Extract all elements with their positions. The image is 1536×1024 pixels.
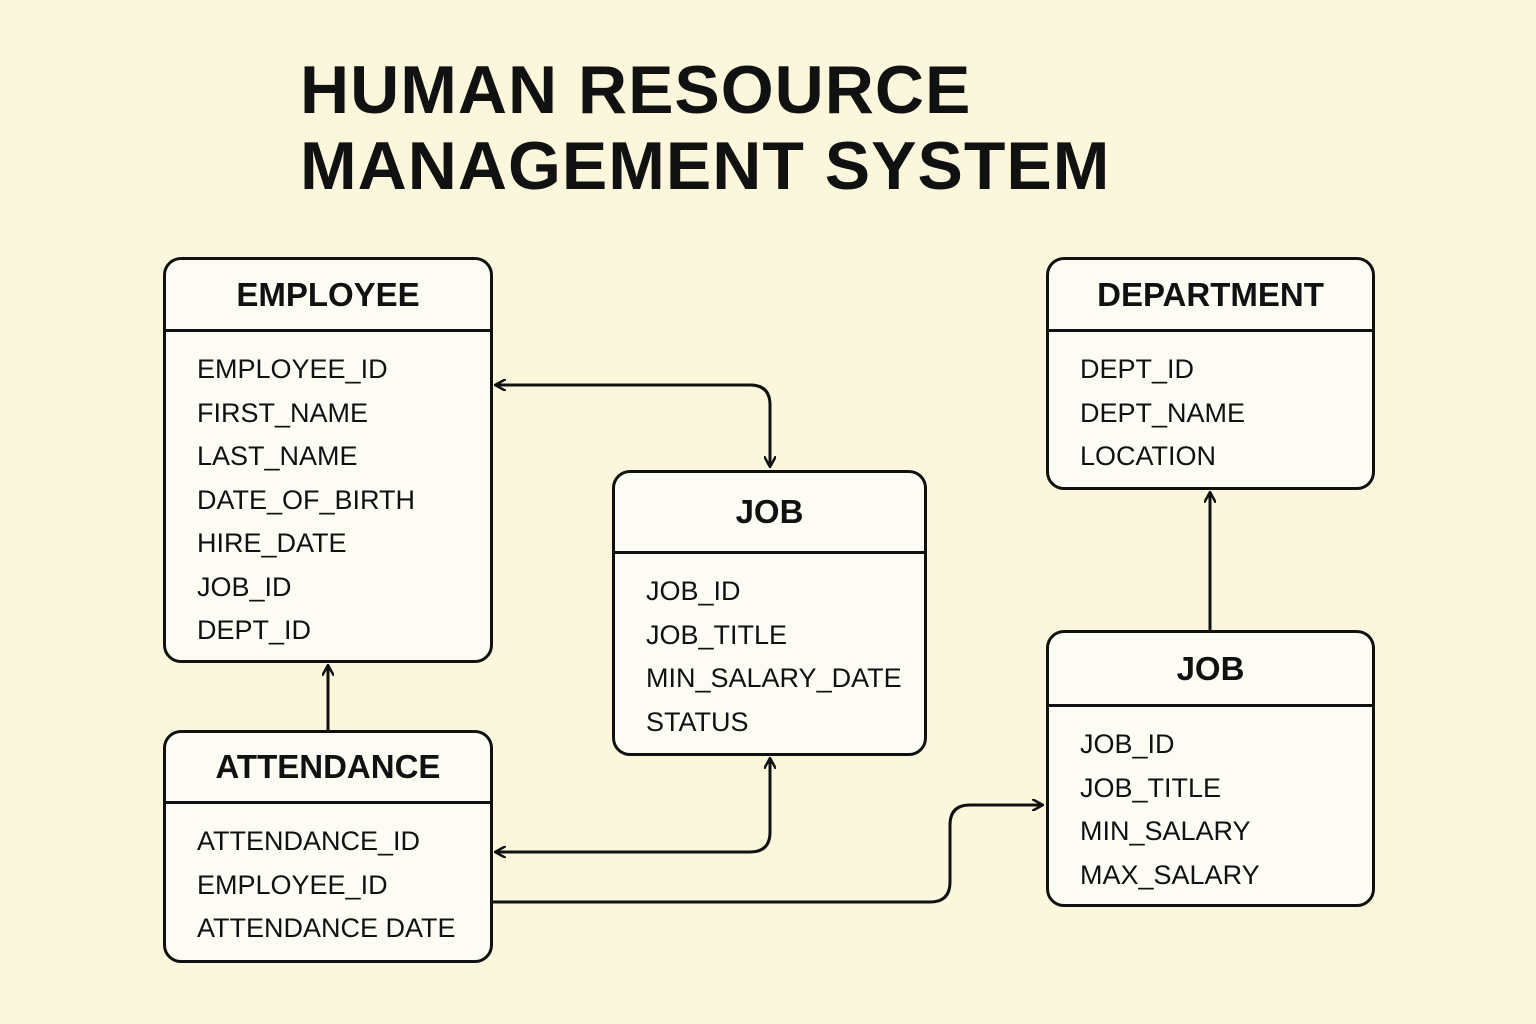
field-item: FIRST_NAME xyxy=(197,397,369,428)
field-item: DEPT_NAME xyxy=(1080,397,1246,428)
field-list: DEPT_ID DEPT_NAME LOCATION xyxy=(1049,332,1372,479)
connector-employee-job xyxy=(495,385,770,467)
field-item: MAX_SALARY xyxy=(1080,859,1260,890)
field-item: JOB_ID xyxy=(1080,729,1175,759)
entity-title: EMPLOYEE xyxy=(166,260,490,332)
field-item: DATE_OF_BIRTH xyxy=(197,484,416,515)
field-item: HIRE_DATE xyxy=(197,528,347,558)
entity-title: DEPARTMENT xyxy=(1049,260,1372,332)
field-list: JOB_ID JOB_TITLE MIN_SALARY_DATE STATUS xyxy=(615,554,924,744)
field-item: MIN_SALARY_DATE xyxy=(646,663,902,693)
entity-job-center: JOB JOB_ID JOB_TITLE MIN_SALARY_DATE STATUS xyxy=(612,470,927,756)
field-list: EMPLOYEE_ID FIRST_NAME LAST_NAME DATE_OF_BI… xyxy=(166,332,490,653)
connector-attendance-job xyxy=(495,758,770,852)
entity-department: DEPARTMENT DEPT_ID DEPT_NAME LOCATION xyxy=(1046,257,1375,490)
entity-employee: EMPLOYEE EMPLOYEE_ID FIRST_NAME LAST_NAME DA… xyxy=(163,257,493,663)
field-item: ATTENDANCE DATE xyxy=(197,913,456,943)
field-list: JOB_ID JOB_TITLE MIN_SALARY MAX_SALARY xyxy=(1049,707,1372,897)
field-item: EMPLOYEE_ID xyxy=(197,869,388,900)
diagram-title: HUMAN RESOURCE MANAGEMENT SYSTEM xyxy=(300,52,1110,204)
entity-title: ATTENDANCE xyxy=(166,733,490,804)
field-item: MIN_SALARY xyxy=(1080,816,1251,846)
field-item: STATUS xyxy=(646,706,749,737)
title-line-2: MANAGEMENT SYSTEM xyxy=(300,128,1111,204)
field-item: ATTENDANCE_ID xyxy=(197,826,421,856)
entity-job-right: JOB JOB_ID JOB_TITLE MIN_SALARY MAX_SALARY xyxy=(1046,630,1375,907)
field-item: DEPT_ID xyxy=(197,615,312,645)
field-list: ATTENDANCE_ID EMPLOYEE_ID ATTENDANCE DATE xyxy=(166,804,490,951)
field-item: JOB_TITLE xyxy=(646,619,788,650)
field-item: LAST_NAME xyxy=(197,441,358,471)
field-item: JOB_ID xyxy=(646,576,741,606)
entity-title: JOB xyxy=(615,473,924,554)
field-item: LOCATION xyxy=(1080,441,1217,471)
connector-attendance-job-right xyxy=(492,805,1043,904)
field-item: JOB_ID xyxy=(197,571,292,602)
field-item: JOB_TITLE xyxy=(1080,772,1222,803)
field-item: EMPLOYEE_ID xyxy=(197,354,388,384)
entity-title: JOB xyxy=(1049,633,1372,707)
field-item: DEPT_ID xyxy=(1080,354,1195,384)
title-line-1: HUMAN RESOURCE xyxy=(300,52,972,128)
